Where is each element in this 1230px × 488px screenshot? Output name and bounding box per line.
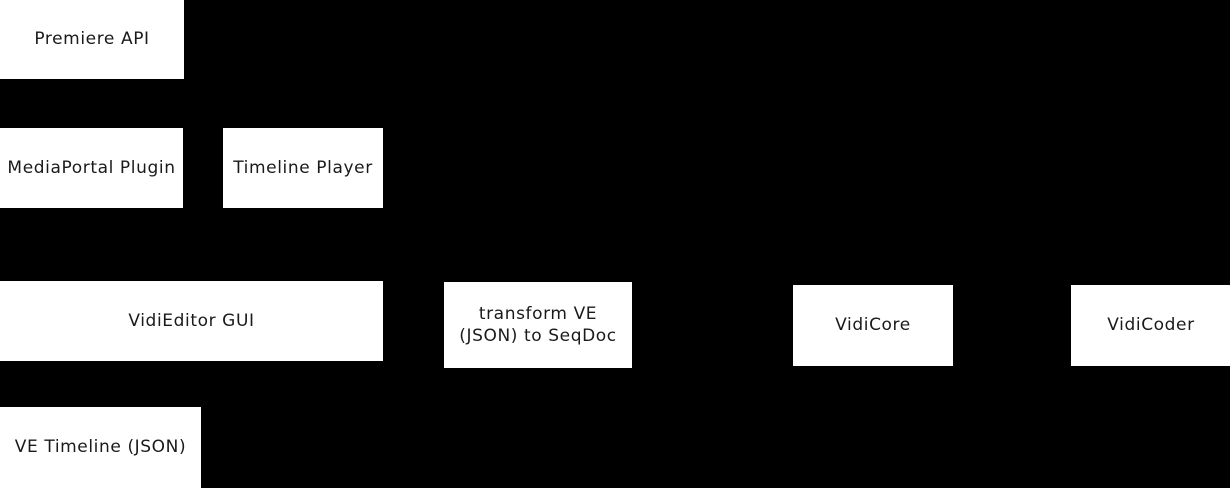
node-videditor-gui[interactable]: VidiEditor GUI: [0, 281, 383, 361]
node-premiere-api[interactable]: Premiere API: [0, 0, 184, 79]
node-label-vidicore: VidiCore: [835, 315, 911, 336]
node-label-videditor-gui: VidiEditor GUI: [128, 310, 255, 331]
node-vidicore[interactable]: VidiCore: [793, 285, 953, 366]
node-label-premiere-api: Premiere API: [34, 29, 150, 50]
node-ve-timeline-json[interactable]: VE Timeline (JSON): [0, 407, 201, 488]
node-label-timeline-player: Timeline Player: [233, 157, 373, 178]
node-vidicoder[interactable]: VidiCoder: [1071, 285, 1230, 366]
node-mediaportal-plugin[interactable]: MediaPortal Plugin: [0, 128, 183, 208]
node-label-ve-timeline-json: VE Timeline (JSON): [14, 437, 187, 458]
node-label-vidicoder: VidiCoder: [1107, 315, 1195, 336]
node-label-transform-ve-to-seqdoc: transform VE (JSON) to SeqDoc: [459, 303, 617, 346]
node-timeline-player[interactable]: Timeline Player: [223, 128, 383, 208]
node-label-mediaportal-plugin: MediaPortal Plugin: [7, 157, 176, 178]
node-transform-ve-to-seqdoc[interactable]: transform VE (JSON) to SeqDoc: [444, 282, 632, 368]
